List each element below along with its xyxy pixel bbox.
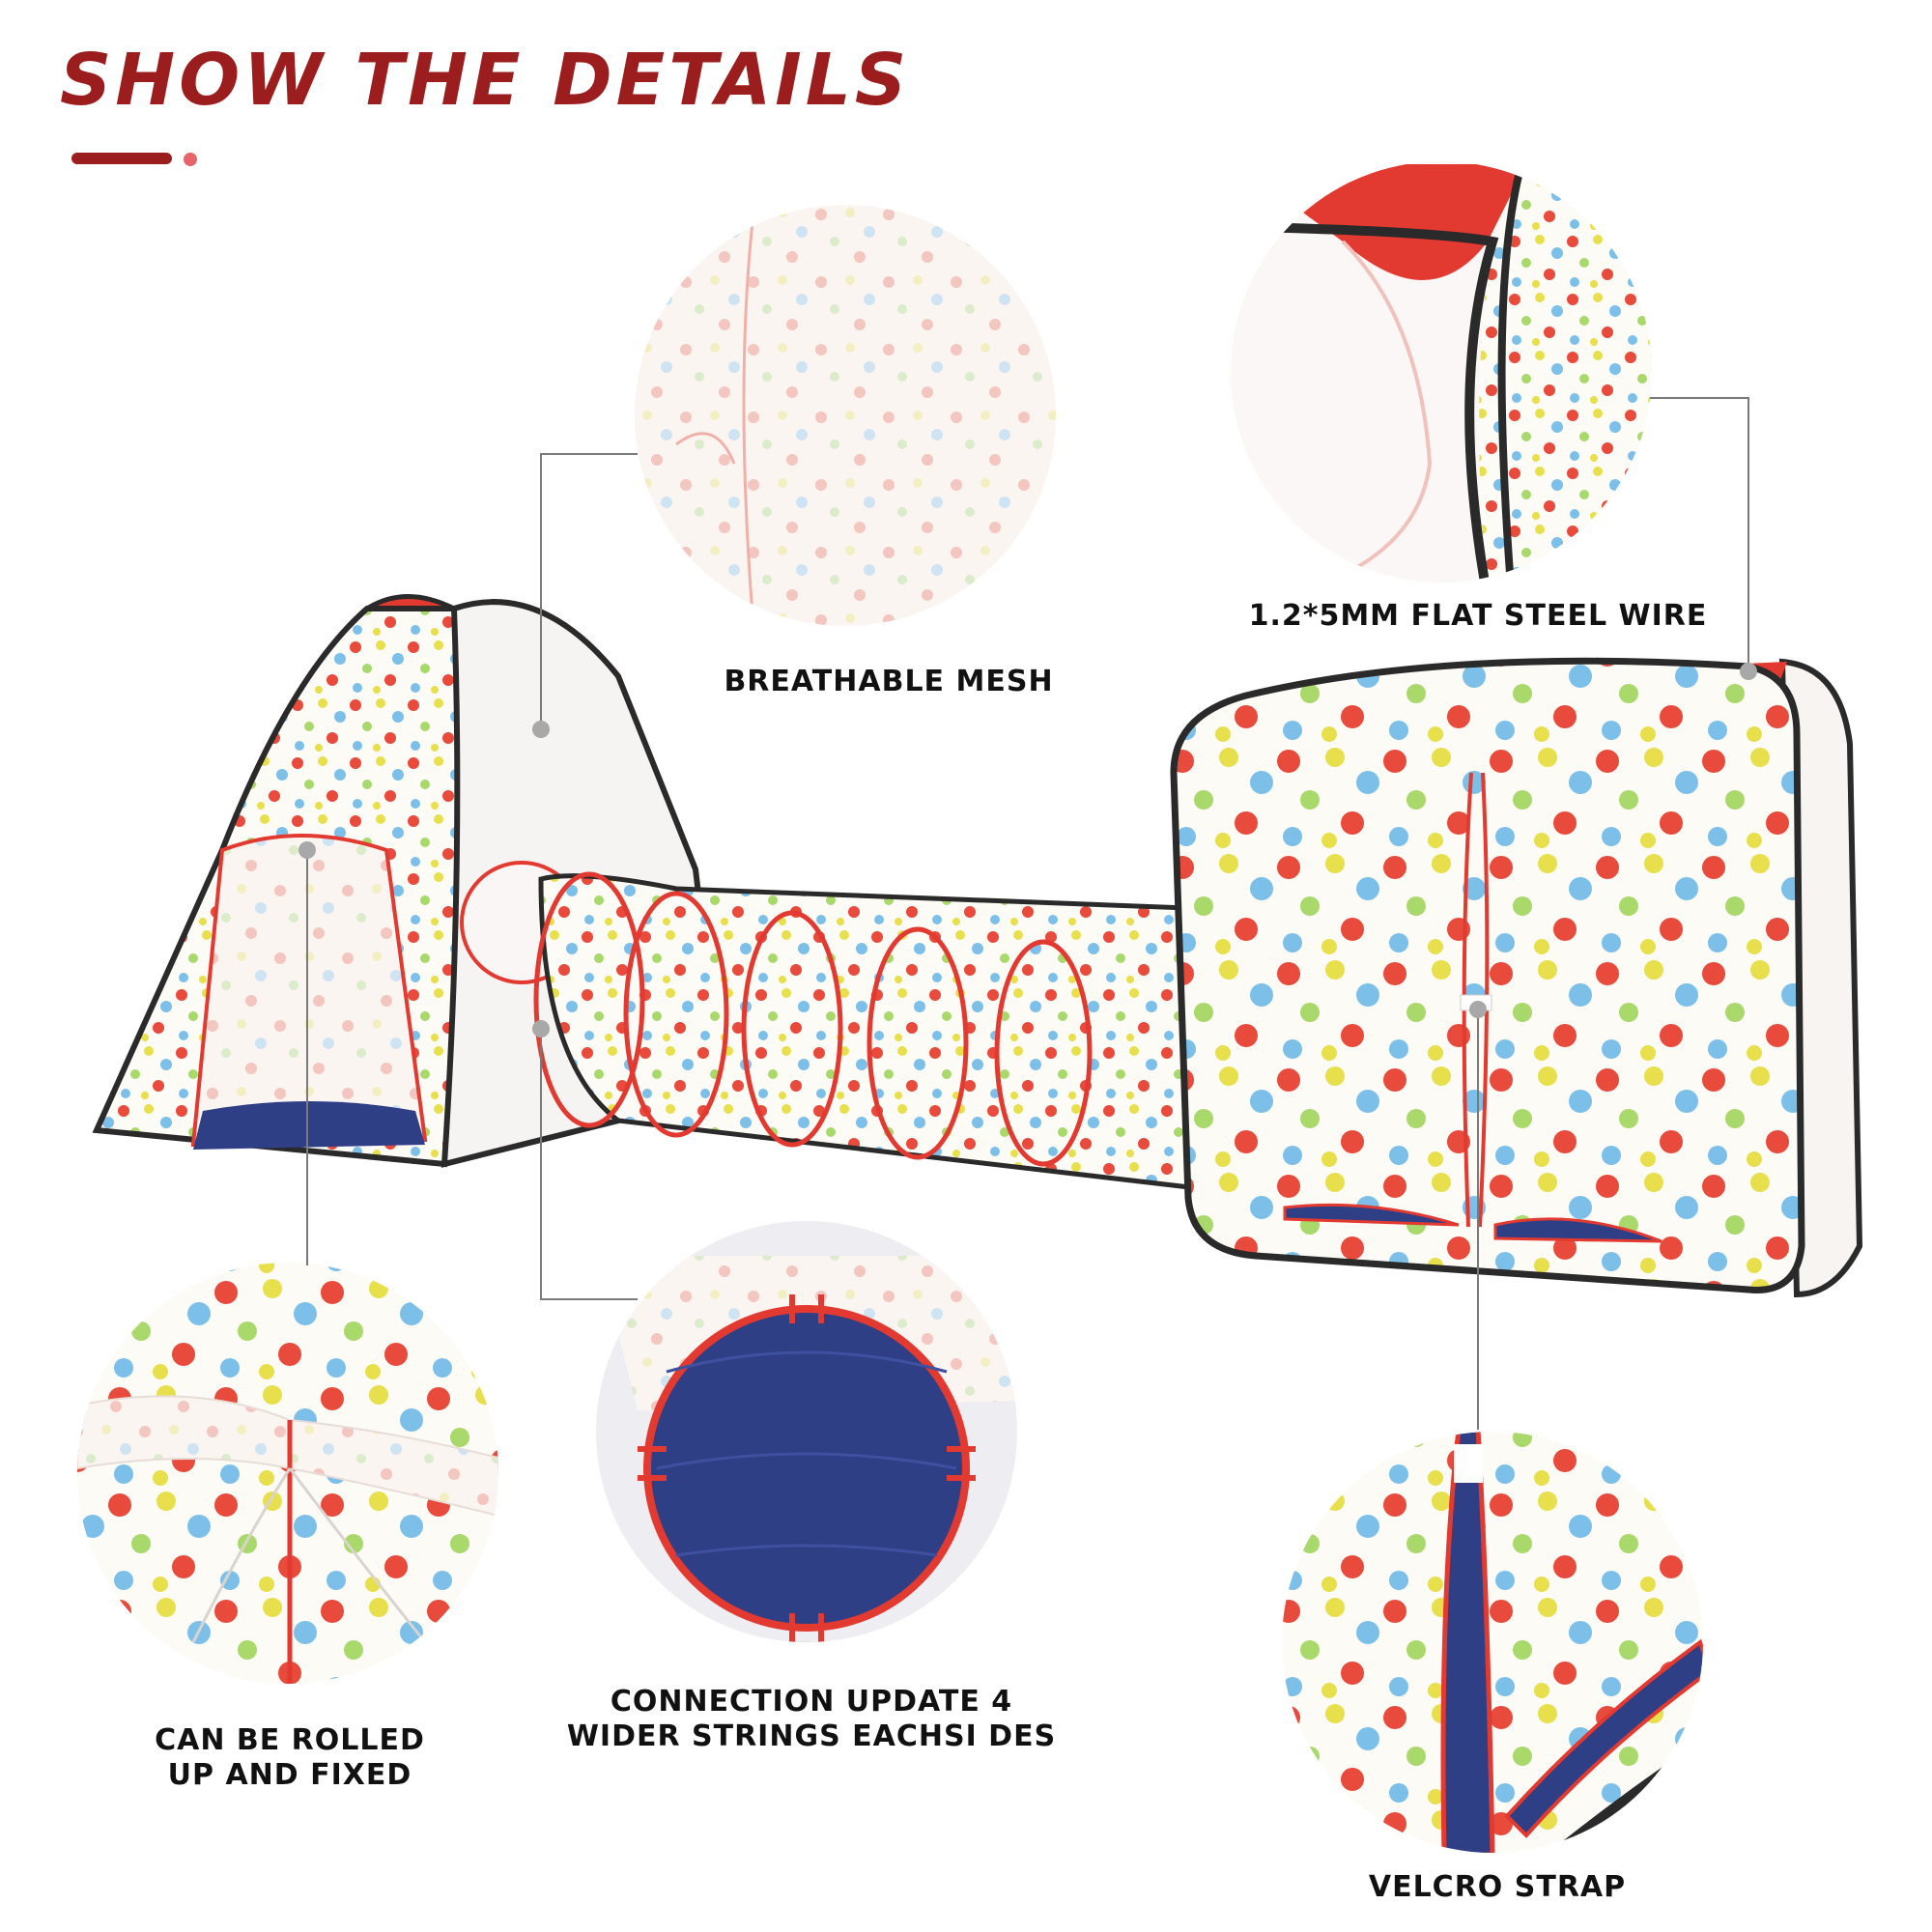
callout-text: VELCRO STRAP: [1368, 1870, 1627, 1904]
left-tent-floor: [193, 1101, 425, 1150]
detail-mesh-circle: [635, 205, 1056, 626]
callout-rolled-fixed: CAN BE ROLLED UP AND FIXED: [106, 1723, 473, 1793]
cube-tent-floor-right: [1493, 1217, 1662, 1243]
callout-velcro-strap: VELCRO STRAP: [1333, 1870, 1662, 1905]
callout-steel-wire: 1.2*5MM FLAT STEEL WIRE: [1198, 599, 1758, 634]
callout-text-line2: WIDER STRINGS EACHSI DES: [566, 1719, 1057, 1753]
callout-pointer-icon: [532, 1020, 550, 1037]
detail-rolled-door-circle: [77, 1263, 498, 1684]
tunnel-ring: [867, 926, 969, 1160]
left-tent-door: [190, 834, 428, 1148]
callout-text-line1: CONNECTION UPDATE 4: [610, 1685, 1013, 1719]
detail-steel-wire-circle: [1231, 161, 1652, 582]
callout-pointer-icon: [1469, 1001, 1487, 1018]
tent-set: [92, 594, 1863, 1298]
callout-pointer-icon: [298, 663, 1757, 1037]
callout-text-line1: CAN BE ROLLED: [155, 1723, 425, 1757]
callout-lines: [306, 397, 1749, 1430]
tunnel-ring: [741, 910, 843, 1148]
title-underline: [71, 153, 172, 164]
callout-pointer-icon: [532, 721, 550, 738]
detail-connection-circle: [596, 1221, 1017, 1642]
callout-connection: CONNECTION UPDATE 4 WIDER STRINGS EACHSI…: [522, 1685, 1101, 1754]
callout-pointer-icon: [1740, 663, 1757, 680]
page-title: SHOW THE DETAILS: [60, 39, 911, 122]
cube-tent-door-slit: [1462, 772, 1490, 1228]
callout-breathable-mesh: BREATHABLE MESH: [618, 665, 1159, 699]
callout-pointer-icon: [298, 841, 316, 859]
cube-tent-floor-left: [1283, 1203, 1460, 1227]
detail-velcro-circle: [1282, 1432, 1703, 1853]
title-underline-dot: [184, 153, 197, 166]
tunnel-ring: [533, 871, 645, 1128]
callout-text: BREATHABLE MESH: [724, 665, 1054, 698]
callout-text: 1.2*5MM FLAT STEEL WIRE: [1248, 599, 1708, 633]
tunnel-ring: [623, 891, 729, 1138]
callout-text-line2: UP AND FIXED: [167, 1758, 412, 1792]
tunnel-ring: [994, 939, 1093, 1167]
